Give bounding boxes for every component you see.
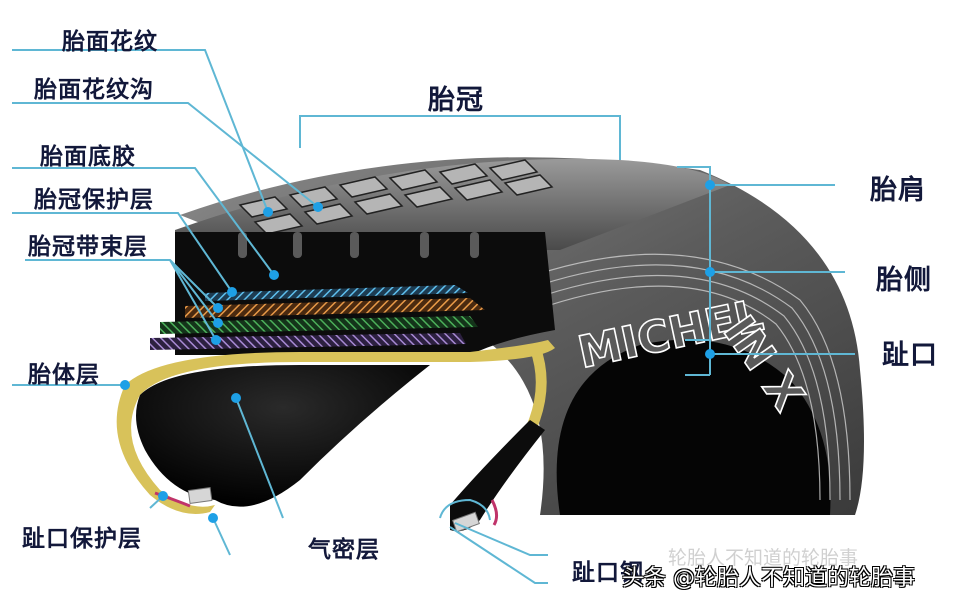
right-bead xyxy=(450,420,545,532)
label-bead-protection: 趾口保护层 xyxy=(22,526,142,552)
label-crown-belt: 胎冠带束层 xyxy=(28,234,148,260)
inner-liner xyxy=(136,365,430,507)
leader-dots xyxy=(120,180,715,523)
label-bead: 趾口 xyxy=(882,340,938,371)
label-inner-liner: 气密层 xyxy=(308,537,380,563)
label-carcass: 胎体层 xyxy=(28,362,100,388)
crown-protection-layer xyxy=(205,285,468,301)
label-bead-wire: 趾口钢 xyxy=(572,560,644,586)
crown-belt-layer-3 xyxy=(150,333,466,350)
watermark: 头条 @轮胎人不知道的轮胎事 xyxy=(622,566,915,591)
label-crown-protection: 胎冠保护层 xyxy=(34,187,154,213)
label-tread-groove: 胎面花纹沟 xyxy=(34,77,154,103)
label-sidewall: 胎侧 xyxy=(876,265,932,296)
leader-lines xyxy=(12,49,855,584)
label-tread-base: 胎面底胶 xyxy=(40,144,136,170)
crown-belt-layer-1 xyxy=(185,298,485,318)
label-crown: 胎冠 xyxy=(428,85,484,116)
label-shoulder: 胎肩 xyxy=(870,175,926,206)
label-tread-pattern: 胎面花纹 xyxy=(62,29,158,55)
bead-wire-left xyxy=(187,486,213,505)
tire-inner-opening xyxy=(556,339,831,515)
tread-surface xyxy=(175,158,730,250)
crown-belt-layer-2 xyxy=(160,316,478,334)
watermark-ghost: 轮胎人不知道的轮胎事 xyxy=(668,547,859,569)
